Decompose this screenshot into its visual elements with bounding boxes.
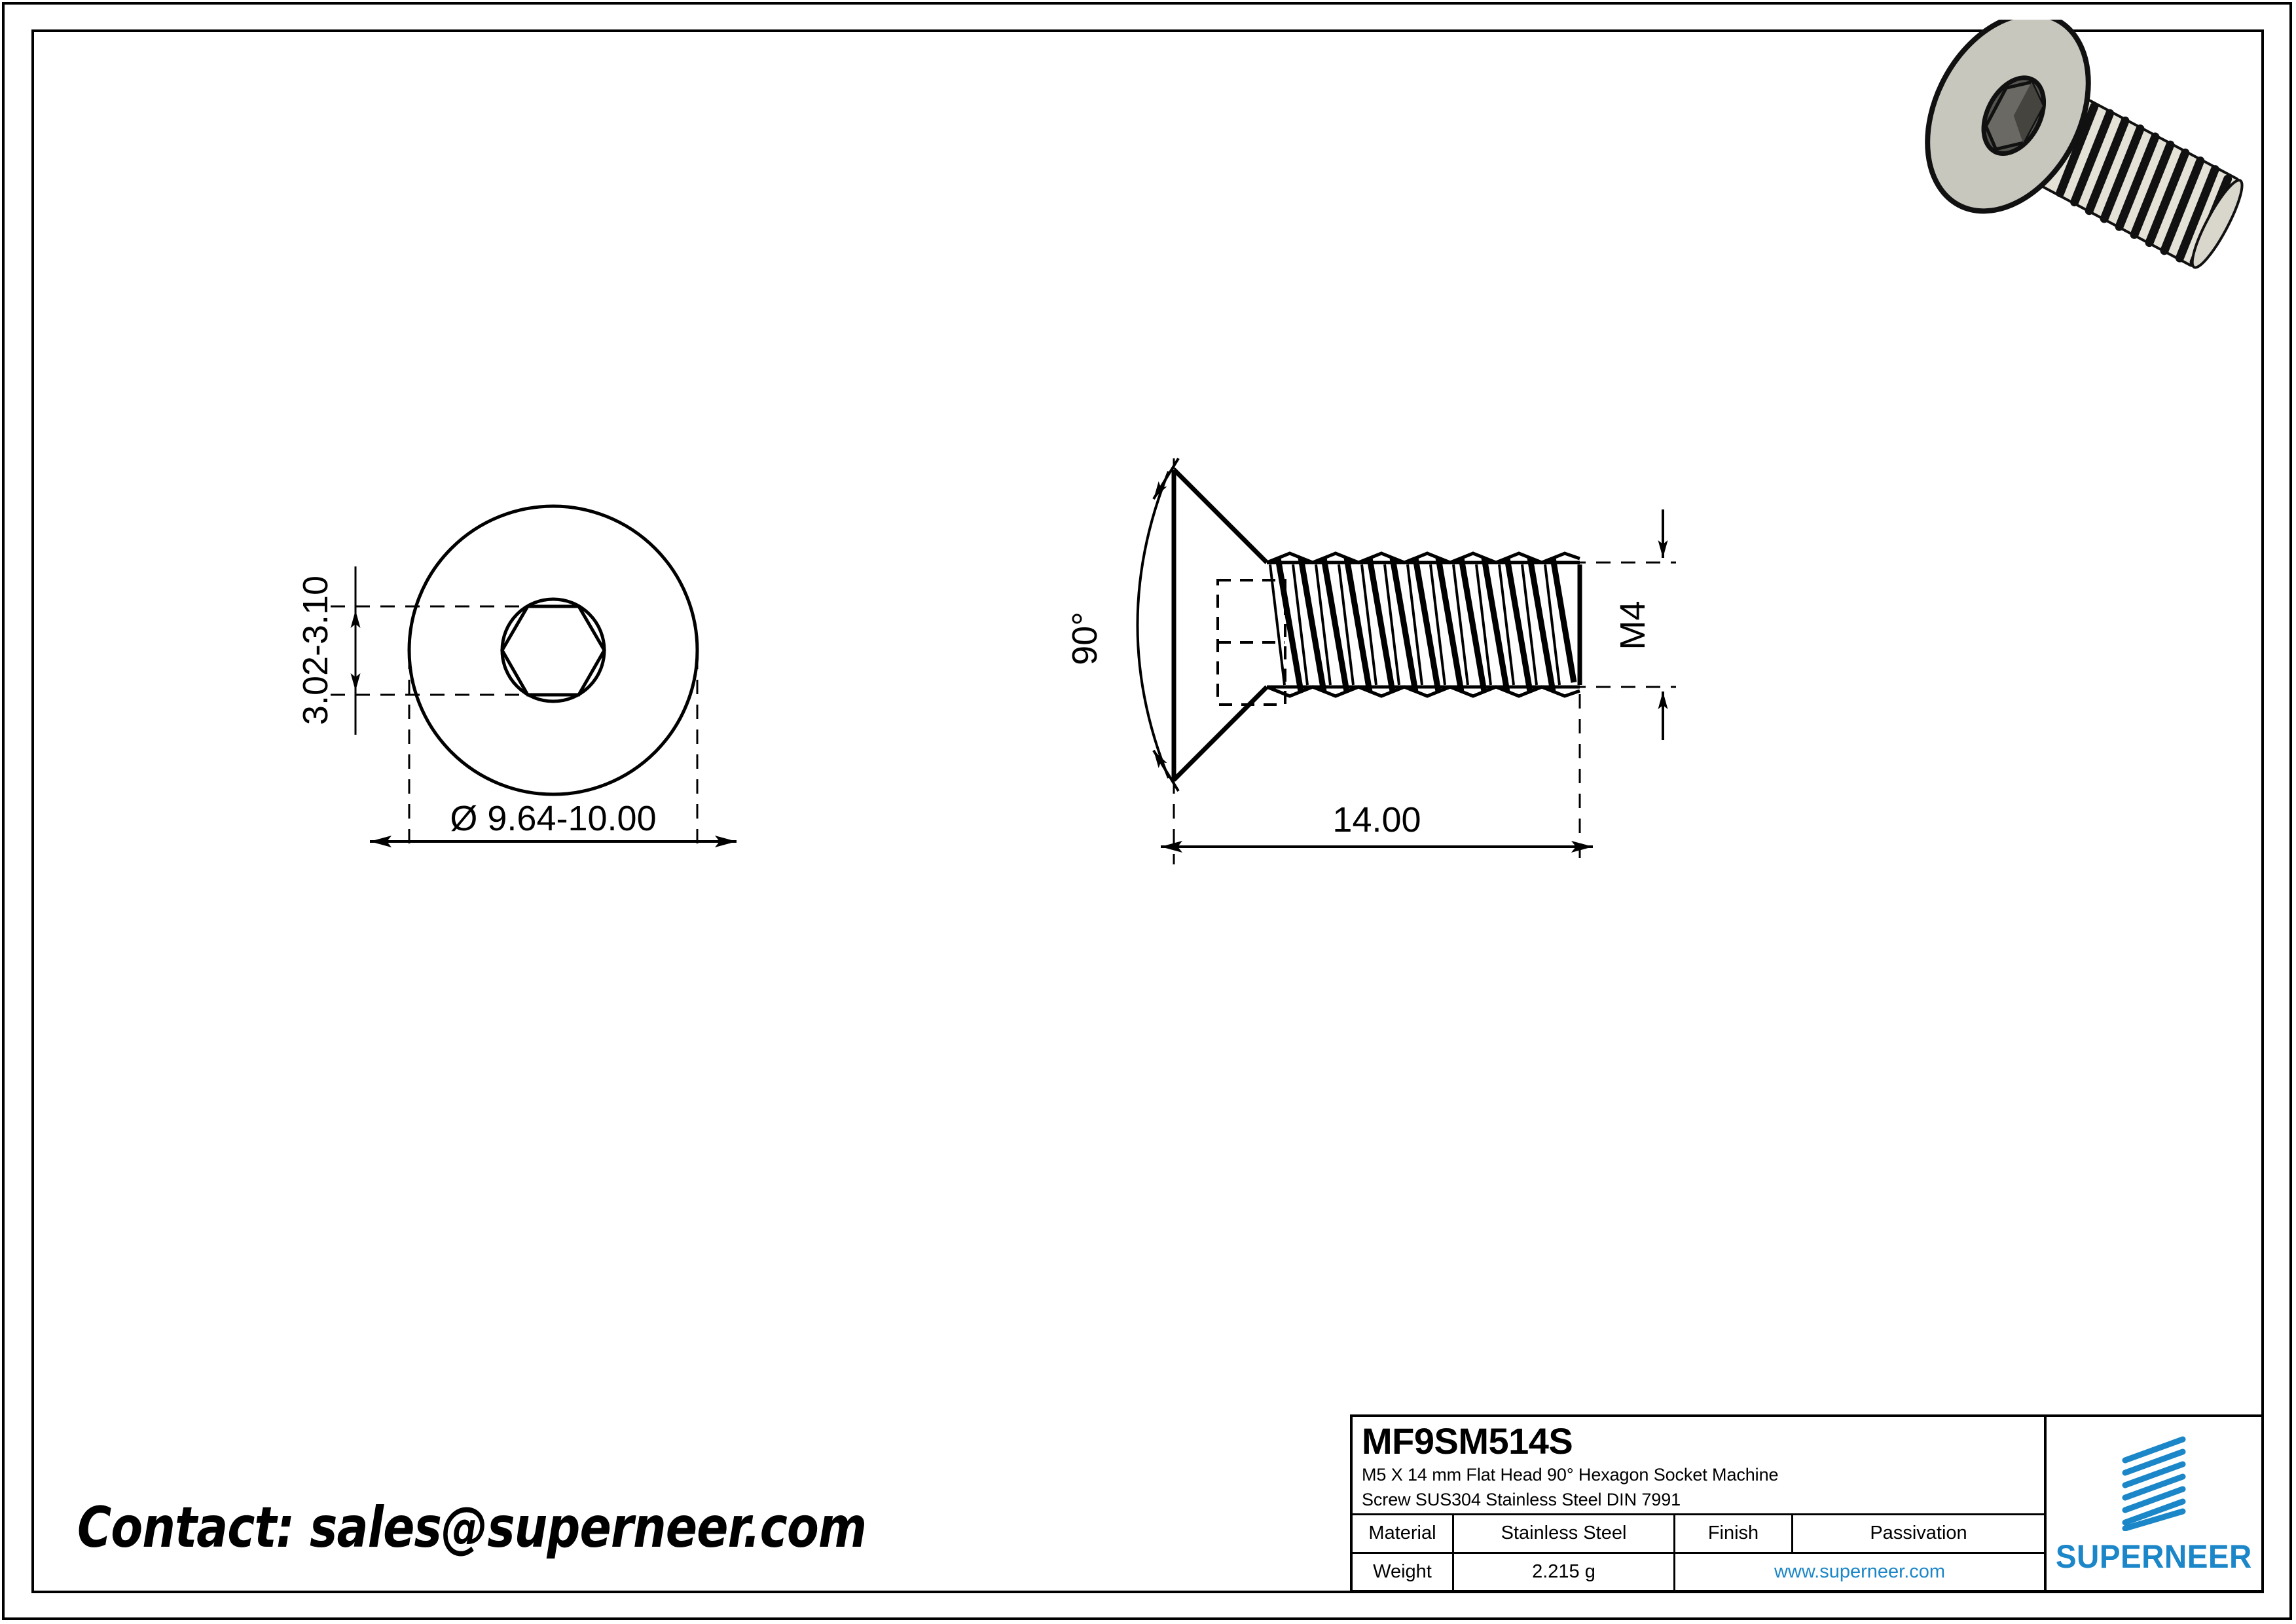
inner-border (31, 29, 2264, 1593)
website-link[interactable]: www.superneer.com (1774, 1560, 1946, 1582)
title-block-left: MF9SM514S M5 X 14 mm Flat Head 90° Hexag… (1353, 1417, 2047, 1590)
thread-flanks (1275, 557, 1577, 692)
finish-value: Passivation (1870, 1522, 1967, 1544)
head-height-label: 3.02-3.10 (296, 576, 335, 725)
title-block-header: MF9SM514S M5 X 14 mm Flat Head 90° Hexag… (1353, 1417, 2044, 1515)
table-row: Weight 2.215 g www.superneer.com (1353, 1553, 2044, 1590)
material-value: Stainless Steel (1454, 1515, 1675, 1552)
superneer-logo-icon (2122, 1436, 2186, 1531)
brand-name: SUPERNEER (2056, 1538, 2252, 1575)
title-block-logo-area: SUPERNEER (2047, 1417, 2261, 1590)
head-diameter-label: Ø 9.64-10.00 (450, 799, 656, 838)
angle-label: 90° (1065, 612, 1104, 665)
part-number: MF9SM514S (1362, 1420, 1573, 1462)
finish-label: Finish (1675, 1515, 1793, 1552)
part-description-line-1: M5 X 14 mm Flat Head 90° Hexagon Socket … (1362, 1465, 1779, 1485)
thread-size-label: M4 (1613, 600, 1652, 650)
table-row: Material Stainless Steel Finish Passivat… (1353, 1515, 2044, 1554)
length-dimension (1161, 694, 1593, 864)
material-label: Material (1353, 1515, 1454, 1552)
title-block: MF9SM514S M5 X 14 mm Flat Head 90° Hexag… (1350, 1414, 2264, 1593)
front-view-geometry (407, 504, 699, 796)
part-description-line-2: Screw SUS304 Stainless Steel DIN 7991 (1362, 1489, 1681, 1509)
length-label: 14.00 (1332, 800, 1421, 840)
contact-text: Contact: sales@superneer.com (77, 1495, 867, 1560)
front-view-ext-lines (331, 605, 699, 851)
thread-profile (1266, 551, 1580, 698)
weight-label: Weight (1353, 1553, 1454, 1590)
isometric-screw-render (1925, 20, 2244, 269)
thread-size-dimension (1571, 509, 1676, 740)
socket-hidden-lines (1216, 579, 1286, 706)
weight-value: 2.215 g (1454, 1553, 1675, 1590)
spec-table: Material Stainless Steel Finish Passivat… (1353, 1515, 2044, 1590)
thread-flanks-thin (1269, 564, 1561, 686)
